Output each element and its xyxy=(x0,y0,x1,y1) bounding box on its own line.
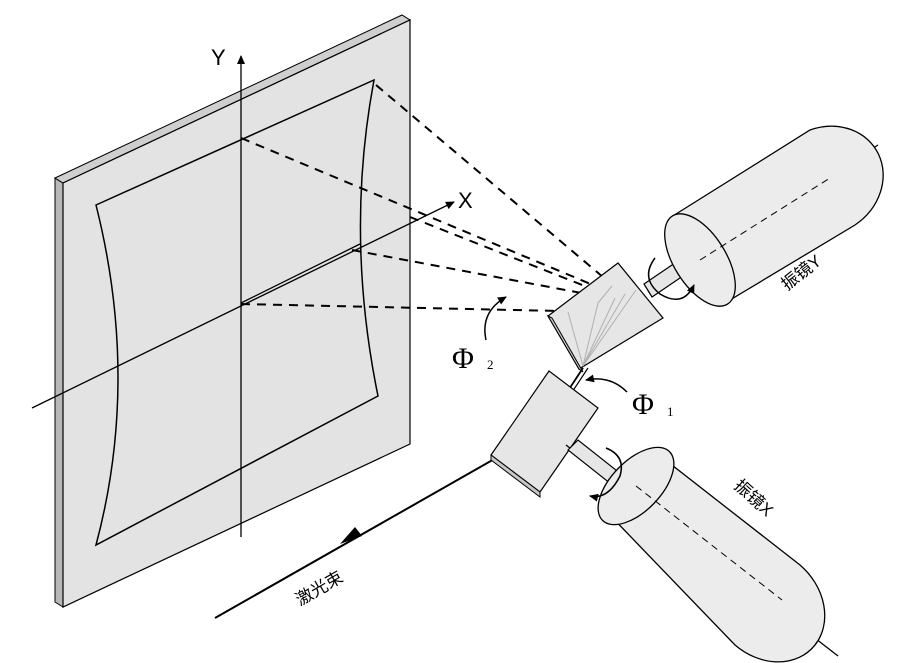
phi-1-symbol: Φ xyxy=(632,388,654,421)
screen-side-edge xyxy=(54,177,64,608)
lower-horizontal-line xyxy=(240,243,361,304)
mirror-y-reflection-lines xyxy=(567,285,637,367)
galvo-x-motor: 振镜X xyxy=(565,439,839,663)
galvo-x-label: 振镜X xyxy=(730,476,776,520)
phi-1-arrow xyxy=(585,374,628,393)
dashed-line-mid xyxy=(351,249,609,299)
galvo-y-rotation-arrow xyxy=(647,257,695,301)
galvo-y-centerline xyxy=(699,177,831,261)
phi-1-subscript: 1 xyxy=(667,404,674,419)
dashed-projection-lines xyxy=(240,84,611,312)
projection-screen xyxy=(53,14,412,608)
galvo-y-motor: 振镜Y xyxy=(643,125,884,307)
mirror-y-side xyxy=(546,314,584,373)
phi-2-arrow xyxy=(484,296,507,341)
scan-field-pincushion xyxy=(94,78,379,547)
phi-2-symbol: Φ xyxy=(452,342,474,375)
galvo-x-body xyxy=(604,461,826,663)
mirror-x-face xyxy=(490,370,599,493)
axis-label-y: Y xyxy=(211,45,226,70)
phi-2-subscript: 2 xyxy=(487,357,494,372)
angle-phi-2: Φ 2 xyxy=(452,296,507,375)
laser-beam-label: 激光束 xyxy=(293,568,347,610)
galvo-x-centerline xyxy=(635,485,783,601)
galvo-x-rotation-arrow xyxy=(589,447,623,502)
dashed-line-top xyxy=(375,84,611,284)
mirror-x xyxy=(490,370,599,499)
dashed-line-x-axis xyxy=(409,216,601,293)
dashed-line-axis xyxy=(240,303,561,312)
mirror-x-side xyxy=(490,453,541,499)
mirror-y xyxy=(546,262,664,373)
laser-beam-incoming xyxy=(214,432,541,619)
screen-face xyxy=(62,19,411,608)
coordinate-axes: Y X xyxy=(31,45,473,537)
angle-phi-1: Φ 1 xyxy=(585,374,674,421)
axis-label-x: X xyxy=(458,188,473,213)
dashed-line-center xyxy=(240,137,606,291)
beam-arrow xyxy=(340,527,362,544)
